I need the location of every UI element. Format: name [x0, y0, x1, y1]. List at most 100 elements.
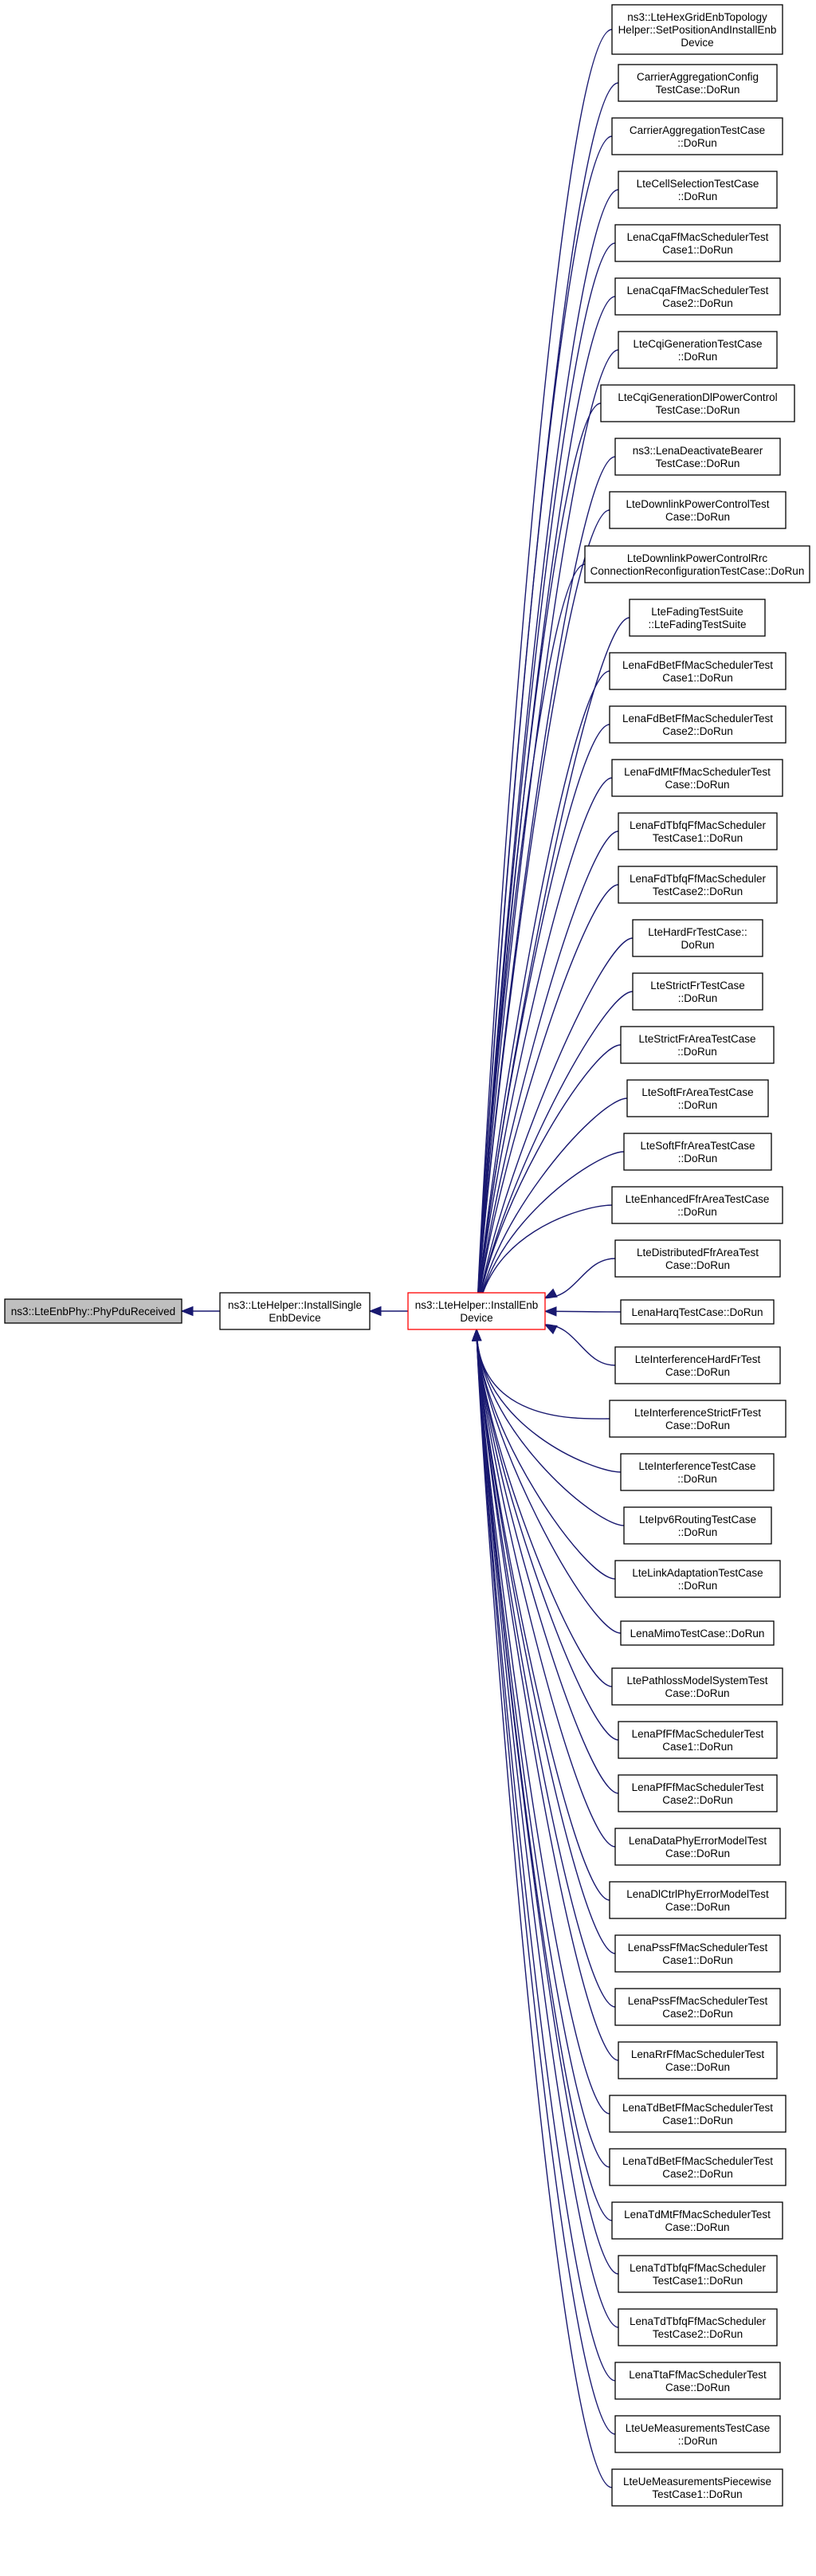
node-caller-3[interactable]: LteCellSelectionTestCase::DoRun	[618, 171, 778, 209]
node-caller-6[interactable]: LteCqiGenerationTestCase::DoRun	[618, 331, 778, 369]
node-caller-12-box	[609, 652, 787, 690]
node-caller-21-box	[623, 1133, 772, 1171]
node-caller-45-label: ::DoRun	[678, 2435, 718, 2447]
node-caller-6-label: LteCqiGenerationTestCase	[633, 338, 762, 350]
node-caller-13-label: Case2::DoRun	[662, 725, 733, 737]
node-caller-14-label: Case::DoRun	[665, 779, 729, 791]
node-caller-15-label: LenaFdTbfqFfMacScheduler	[630, 819, 767, 831]
node-caller-18[interactable]: LteStrictFrTestCase::DoRun	[632, 972, 763, 1011]
node-caller-26-box	[609, 1400, 787, 1438]
node-install-single-enb-device-label: ns3::LteHelper::InstallSingle	[228, 1299, 362, 1311]
node-caller-17[interactable]: LteHardFrTestCase::DoRun	[632, 919, 763, 957]
edge-caller-12	[476, 670, 610, 1330]
node-caller-0-label: Device	[681, 37, 713, 49]
node-caller-4-box	[614, 224, 781, 262]
node-install-enb-device-label: ns3::LteHelper::InstallEnb	[415, 1299, 539, 1311]
node-caller-10-label: ConnectionReconfigurationTestCase::DoRun	[590, 565, 805, 577]
node-caller-36-label: Case1::DoRun	[662, 1954, 733, 1966]
node-caller-27[interactable]: LteInterferenceTestCase::DoRun	[620, 1453, 775, 1491]
node-caller-1-label: TestCase::DoRun	[656, 84, 740, 96]
node-caller-24-label: LenaHarqTestCase::DoRun	[631, 1306, 763, 1318]
node-caller-2[interactable]: CarrierAggregationTestCase::DoRun	[611, 117, 783, 155]
node-caller-40-label: Case2::DoRun	[662, 2168, 733, 2180]
node-caller-24[interactable]: LenaHarqTestCase::DoRun	[620, 1299, 775, 1325]
node-caller-35-label: LenaDlCtrlPhyErrorModelTest	[626, 1888, 769, 1900]
node-caller-25-label: Case::DoRun	[665, 1366, 730, 1378]
edge-install-single-to-phy-arrowhead	[180, 1306, 194, 1317]
node-caller-28[interactable]: LteIpv6RoutingTestCase::DoRun	[623, 1506, 772, 1545]
node-phy-pdu-received[interactable]: ns3::LteEnbPhy::PhyPduReceived	[4, 1298, 182, 1324]
node-caller-21[interactable]: LteSoftFfrAreaTestCase::DoRun	[623, 1133, 772, 1171]
node-install-single-enb-device-box	[219, 1292, 371, 1330]
node-caller-35-label: Case::DoRun	[665, 1901, 730, 1913]
edge-caller-16	[476, 884, 619, 1330]
node-caller-0-label: ns3::LteHexGridEnbTopology	[627, 11, 767, 23]
node-caller-7[interactable]: LteCqiGenerationDlPowerControlTestCase::…	[600, 384, 795, 422]
node-caller-19-label: ::DoRun	[677, 1046, 717, 1058]
node-caller-17-label: DoRun	[681, 939, 714, 951]
node-caller-46-box	[611, 2468, 783, 2507]
node-caller-45-box	[614, 2415, 781, 2453]
node-caller-46[interactable]: LteUeMeasurementsPiecewiseTestCase1::DoR…	[611, 2468, 783, 2507]
node-caller-11[interactable]: LteFadingTestSuite::LteFadingTestSuite	[629, 599, 766, 637]
node-caller-20-label: ::DoRun	[678, 1099, 718, 1111]
node-caller-30[interactable]: LenaMimoTestCase::DoRun	[620, 1620, 775, 1646]
node-caller-29[interactable]: LteLinkAdaptationTestCase::DoRun	[614, 1560, 781, 1598]
node-caller-22[interactable]: LteEnhancedFfrAreaTestCase::DoRun	[611, 1186, 783, 1224]
node-caller-26-label: Case::DoRun	[665, 1420, 730, 1431]
node-caller-15-label: TestCase1::DoRun	[653, 832, 743, 844]
node-caller-31-box	[611, 1667, 783, 1706]
node-caller-37-label: Case2::DoRun	[662, 2008, 733, 2020]
node-caller-0-box	[611, 4, 783, 55]
node-caller-20[interactable]: LteSoftFrAreaTestCase::DoRun	[626, 1079, 769, 1117]
node-caller-46-label: TestCase1::DoRun	[652, 2488, 742, 2500]
edge-caller-13	[476, 724, 610, 1330]
node-install-enb-device-box	[407, 1292, 546, 1330]
node-caller-38-label: LenaRrFfMacSchedulerTest	[631, 2048, 765, 2060]
edge-caller-20	[476, 1098, 628, 1330]
node-caller-29-label: LteLinkAdaptationTestCase	[632, 1567, 763, 1579]
node-caller-10-label: LteDownlinkPowerControlRrc	[627, 552, 768, 564]
node-caller-10[interactable]: LteDownlinkPowerControlRrcConnectionReco…	[584, 545, 810, 583]
edge-caller-34	[476, 1329, 616, 1848]
node-caller-29-label: ::DoRun	[678, 1580, 718, 1592]
edge-caller-33	[476, 1329, 619, 1794]
node-caller-0[interactable]: ns3::LteHexGridEnbTopologyHelper::SetPos…	[611, 4, 783, 55]
node-caller-23-label: Case::DoRun	[665, 1259, 730, 1271]
node-caller-45[interactable]: LteUeMeasurementsTestCase::DoRun	[614, 2415, 781, 2453]
node-caller-28-label: ::DoRun	[678, 1526, 718, 1538]
node-caller-27-label: ::DoRun	[677, 1473, 717, 1485]
node-caller-19[interactable]: LteStrictFrAreaTestCase::DoRun	[620, 1026, 775, 1064]
node-caller-3-box	[618, 171, 778, 209]
node-caller-11-label: ::LteFadingTestSuite	[648, 618, 746, 630]
